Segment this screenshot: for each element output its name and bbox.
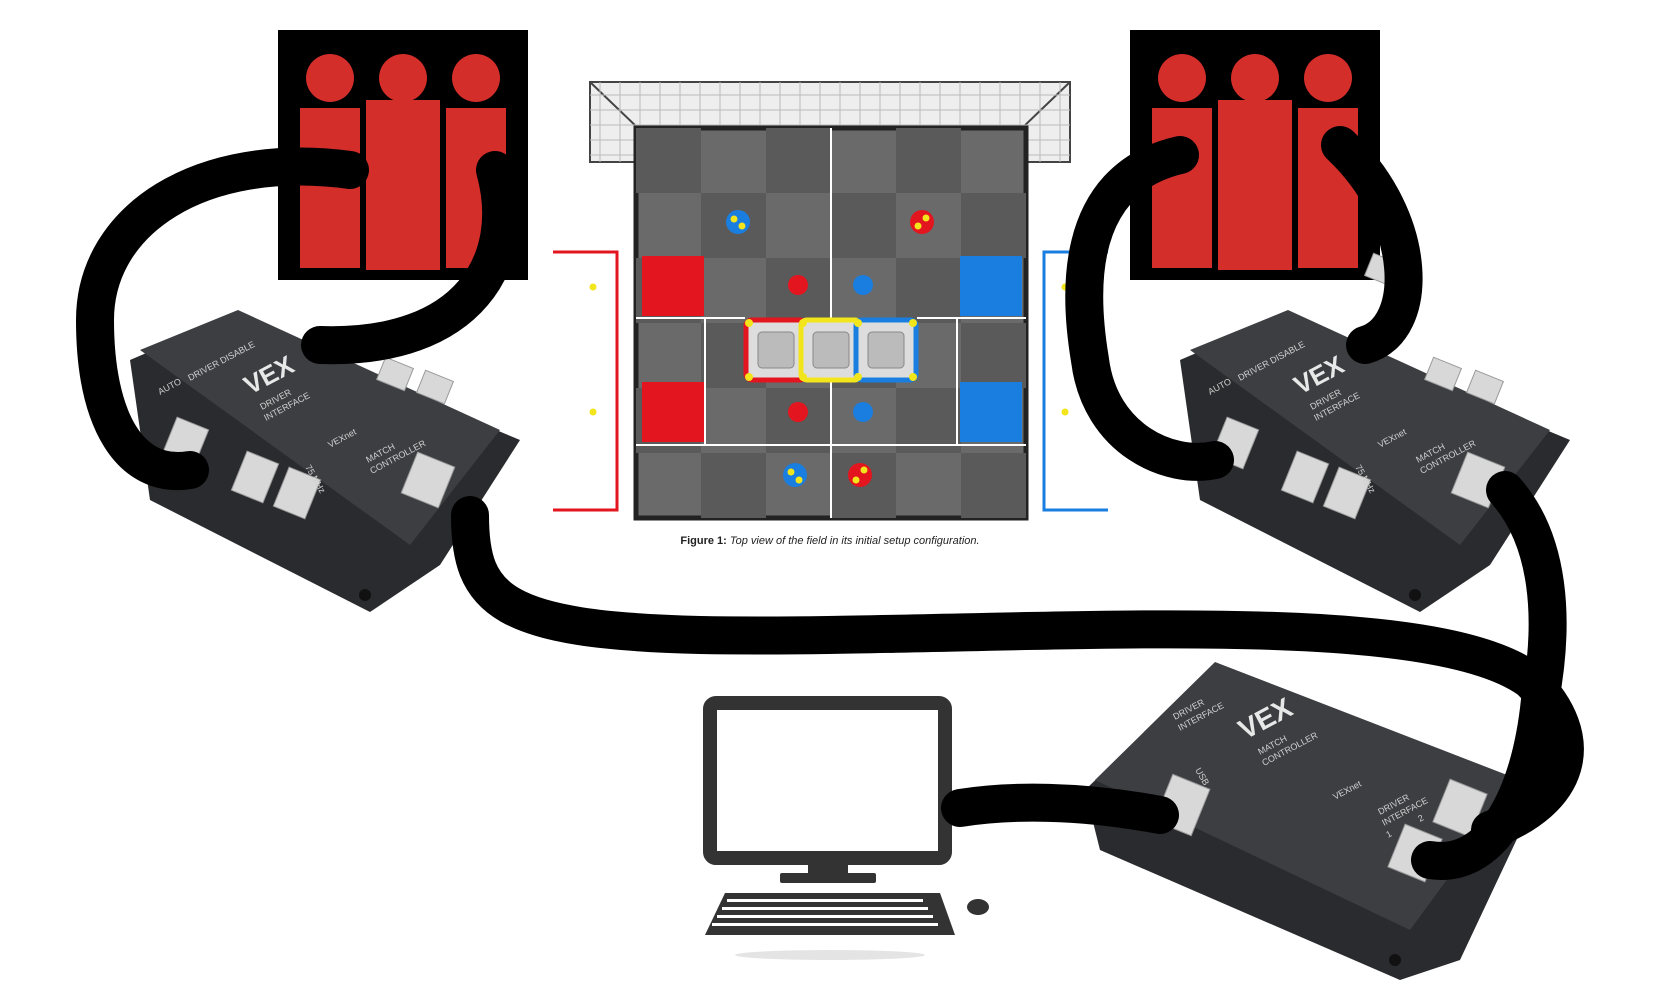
field-top-view [553, 81, 1108, 521]
red-station-ball [589, 408, 597, 416]
red-tile [642, 382, 704, 442]
caption-label: Figure 1: [680, 535, 727, 547]
mobile-goals [726, 210, 934, 487]
cable-computer-to-mc [941, 783, 1179, 834]
caption-text: Top view of the field in its initial set… [726, 535, 980, 547]
center-goals [743, 317, 919, 383]
computer-icon [703, 696, 989, 960]
cable-right-di-to-mc [1411, 471, 1567, 880]
cables [76, 126, 1584, 880]
red-alliance-station [553, 250, 619, 512]
cable-left-team-to-di [76, 147, 369, 491]
red-tile [642, 256, 704, 316]
blue-station-ball [1061, 408, 1069, 416]
cable-left-team-return [301, 151, 521, 365]
figure-caption: Figure 1: Top view of the field in its i… [620, 535, 1040, 547]
mc-port-2: 2 [1416, 813, 1425, 824]
cable-left-di-to-mc [451, 496, 1584, 849]
cable-right-team-to-di [1065, 136, 1234, 481]
red-station-ball [589, 283, 597, 291]
cable-right-team-return [1321, 126, 1423, 364]
mc-port-1: 1 [1384, 829, 1393, 840]
blue-tile [960, 382, 1022, 442]
blue-tile [960, 256, 1022, 316]
